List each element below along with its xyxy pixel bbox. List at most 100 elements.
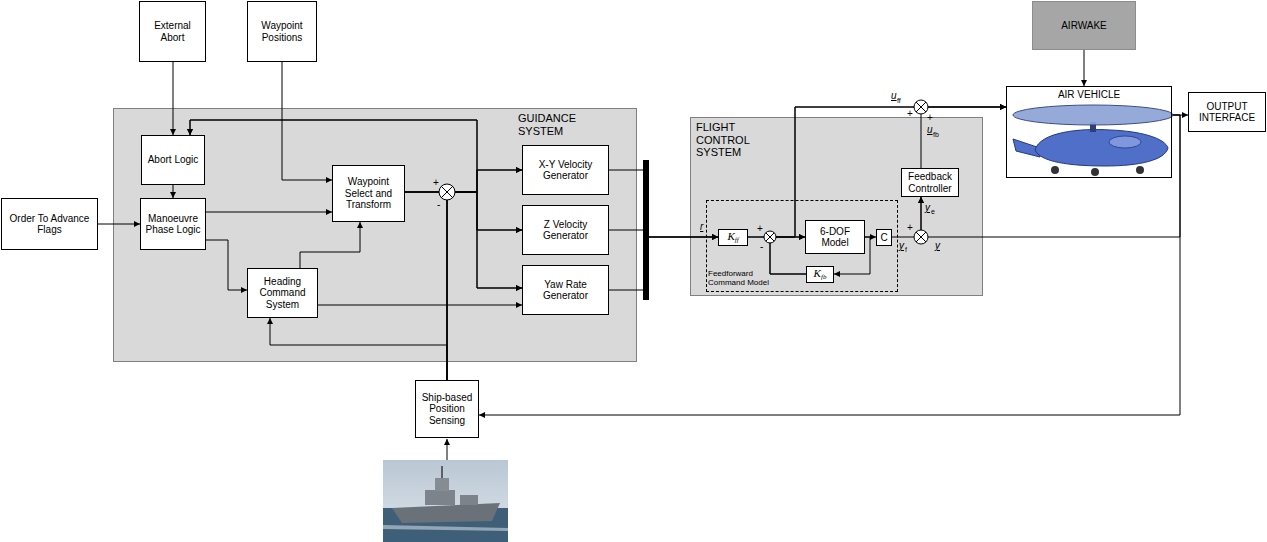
mux-bar: [643, 160, 649, 300]
label-anchor: r: [700, 222, 703, 232]
system-group: Abort LogicManoeuvre Phase LogicHeading …: [113, 108, 637, 362]
block-label: AIRWAKE: [1061, 20, 1107, 32]
signal-sign: +: [907, 108, 913, 119]
signal-sign: ff: [897, 97, 901, 104]
block-label: Z Velocity Generator: [526, 219, 605, 242]
block-label: Heading Command System: [251, 276, 314, 311]
block-label: K: [727, 230, 734, 243]
signal-line: [173, 62, 174, 135]
signal-sign: fb: [933, 131, 939, 138]
label-anchor: +: [927, 113, 933, 123]
label-anchor: y: [899, 241, 904, 251]
signal-line: [318, 305, 522, 306]
label-anchor: +: [757, 224, 763, 234]
block-label: Abort Logic: [148, 154, 199, 166]
label-anchor: u: [927, 125, 933, 135]
group-title: FLIGHT CONTROL SYSTEM: [696, 121, 786, 159]
block-box: Kff: [718, 229, 748, 246]
signal-line: [98, 224, 140, 225]
summing-junction: [914, 230, 928, 244]
label-anchor: fb: [933, 131, 939, 138]
system-group: Kff 6-DOF Model C Kfb Feedforward Command Mo…: [706, 200, 898, 292]
signal-sign: -: [760, 241, 763, 252]
label-anchor: +: [907, 223, 913, 233]
block-box: Z Velocity Generator: [522, 205, 609, 255]
system-group: Kff6-DOF ModelCKfbFeedforward Command Mo…: [690, 117, 983, 296]
label-anchor: e: [931, 208, 935, 215]
block-label: Waypoint Select and Transform: [336, 176, 401, 211]
block-box: External Abort: [139, 1, 206, 62]
block-box: Kfb: [806, 266, 834, 283]
summing-junction: [764, 231, 776, 243]
signal-sign: +: [433, 177, 439, 188]
label-anchor: f: [905, 246, 907, 253]
block-box: Waypoint Positions: [247, 1, 317, 62]
signal-sign: +: [757, 223, 763, 234]
signal-line: [173, 185, 174, 198]
block-box: Abort Logic: [141, 135, 205, 185]
label-anchor: ff: [897, 97, 901, 104]
block-box: Yaw Rate Generator: [522, 265, 609, 315]
block-label: Order To Advance Flags: [5, 213, 94, 236]
block-label: fb: [821, 273, 826, 281]
block-label: C: [880, 232, 887, 244]
signal-name: y: [925, 202, 930, 213]
block-label: K: [814, 267, 821, 280]
block-label: AIR VEHICLE: [1058, 89, 1120, 101]
block-box: X-Y Velocity Generator: [522, 145, 609, 195]
signal-sign: -: [437, 199, 440, 210]
block-box: AIR VEHICLE: [1006, 86, 1172, 178]
block-label: X-Y Velocity Generator: [526, 159, 605, 182]
block-label: Manoeuvre Phase Logic: [144, 213, 202, 236]
block-box: AIRWAKE: [1032, 1, 1136, 50]
signal-line: [206, 212, 332, 213]
label-anchor: +: [433, 178, 439, 188]
label-anchor: +: [907, 109, 913, 119]
block-box: Feedback Controller: [901, 168, 959, 197]
summing-junction: [439, 184, 455, 200]
group-title: GUIDANCE SYSTEM: [518, 112, 598, 137]
block-box: 6-DOF Model: [805, 220, 865, 254]
signal-sign: +: [927, 112, 933, 123]
signal-name: u: [891, 90, 897, 101]
block-label: 6-DOF Model: [809, 226, 861, 249]
block-label: Yaw Rate Generator: [526, 279, 605, 302]
signal-sign: e: [931, 208, 935, 215]
block-box: Ship-based Position Sensing: [415, 380, 479, 438]
summing-junction: [914, 100, 928, 114]
block-label: Waypoint Positions: [251, 20, 313, 43]
label-anchor: y: [925, 203, 930, 213]
block-box: C: [876, 229, 892, 246]
signal-name: r: [700, 221, 703, 232]
sensor-arrow: [447, 439, 448, 460]
block-label: Feedback Controller: [905, 171, 955, 194]
signal-sign: f: [905, 246, 907, 253]
signal-name: y: [935, 240, 940, 251]
title-slot: FLIGHT CONTROL SYSTEM: [696, 121, 786, 159]
label-anchor: -: [760, 242, 763, 252]
block-label: External Abort: [143, 20, 202, 43]
block-label: OUTPUT INTERFACE: [1192, 101, 1262, 124]
block-box: Heading Command System: [247, 268, 318, 318]
title-slot: GUIDANCE SYSTEM: [518, 112, 598, 137]
label-anchor: u: [891, 91, 897, 101]
signal-sign: +: [907, 222, 913, 233]
block-label: ff: [735, 236, 739, 244]
label-anchor: y: [935, 241, 940, 251]
block-box: Order To Advance Flags: [1, 198, 98, 250]
block-box: OUTPUT INTERFACE: [1188, 92, 1266, 132]
signal-name: y: [899, 240, 904, 251]
signal-line: [1084, 50, 1085, 86]
air-vehicle-illustration: [1013, 105, 1173, 176]
title-slot: Feedforward Command Model: [708, 269, 772, 287]
signal-name: u: [927, 124, 933, 135]
block-label: Ship-based Position Sensing: [419, 392, 475, 427]
block-box: Waypoint Select and Transform: [332, 165, 405, 222]
group-title: Feedforward Command Model: [708, 269, 772, 287]
label-anchor: -: [437, 200, 440, 210]
